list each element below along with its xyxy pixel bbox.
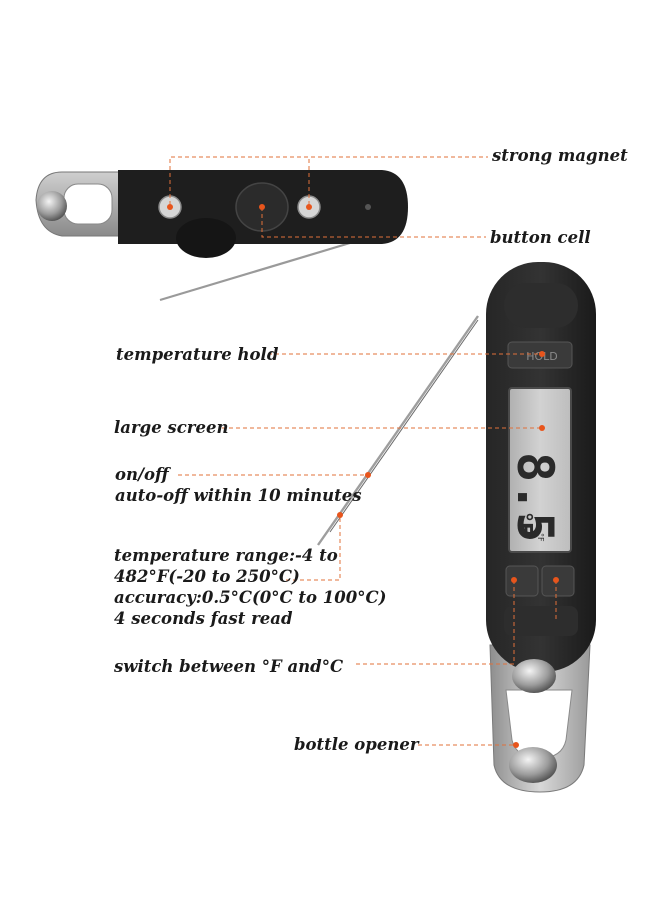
folded-opener-slot (63, 183, 113, 225)
label-range-1: temperature range:-4 to (114, 546, 338, 565)
leader-temperature-range (286, 515, 341, 581)
label-temperature-hold: temperature hold (116, 345, 279, 364)
lcd-reading: 8.5 (506, 452, 564, 542)
folded-probe (159, 241, 351, 302)
label-fast-read: 4 seconds fast read (114, 609, 293, 628)
dot-button-cell (259, 204, 265, 210)
top-recess (504, 283, 578, 328)
open-thermometer: HOLD 8.5 °F °F (317, 262, 596, 793)
label-button-cell: button cell (490, 228, 591, 247)
dot-screen (539, 425, 545, 431)
leader-button-cell (261, 207, 486, 238)
label-specs-group: temperature range:-4 to 482°F(-20 to 250… (114, 545, 386, 629)
lcd-unit-small: °F (536, 533, 545, 542)
folded-hinge (176, 218, 236, 258)
label-range-2: 482°F(-20 to 250°C) (114, 567, 300, 586)
opener-ball-top (512, 659, 556, 693)
bottom-recess (504, 606, 578, 636)
label-large-screen: large screen (114, 418, 229, 437)
label-accuracy: accuracy:0.5°C(0°C to 100°C) (114, 588, 387, 607)
lcd-unit: °F (513, 512, 537, 536)
leader-dots (167, 204, 559, 748)
leader-switch-units (356, 580, 515, 665)
dot-probe (337, 512, 343, 518)
folded-opener-ball (37, 191, 67, 221)
unit-button-left[interactable] (505, 565, 539, 597)
label-bottle-opener: bottle opener (294, 735, 419, 754)
label-auto-off: auto-off within 10 minutes (115, 486, 362, 505)
leader-lines (169, 156, 557, 746)
dot-magnet-right (306, 204, 312, 210)
dot-unit-right (553, 577, 559, 583)
label-on-off-group: on/off auto-off within 10 minutes (115, 464, 362, 506)
opener-ball-bottom (509, 747, 557, 783)
folded-status-hole (365, 204, 371, 210)
folded-thermometer (35, 170, 408, 302)
label-on-off: on/off (115, 465, 169, 484)
label-strong-magnet: strong magnet (492, 146, 628, 165)
dot-magnet-left (167, 204, 173, 210)
open-probe (317, 315, 479, 546)
dot-hold (539, 351, 545, 357)
dot-unit-left (511, 577, 517, 583)
dot-on-off (365, 472, 371, 478)
dot-bottle-opener (513, 742, 519, 748)
label-switch-units: switch between °F and°C (114, 657, 344, 676)
open-probe-shadow (329, 319, 479, 533)
leader-strong-magnet (169, 156, 488, 205)
lcd-screen (508, 387, 572, 553)
